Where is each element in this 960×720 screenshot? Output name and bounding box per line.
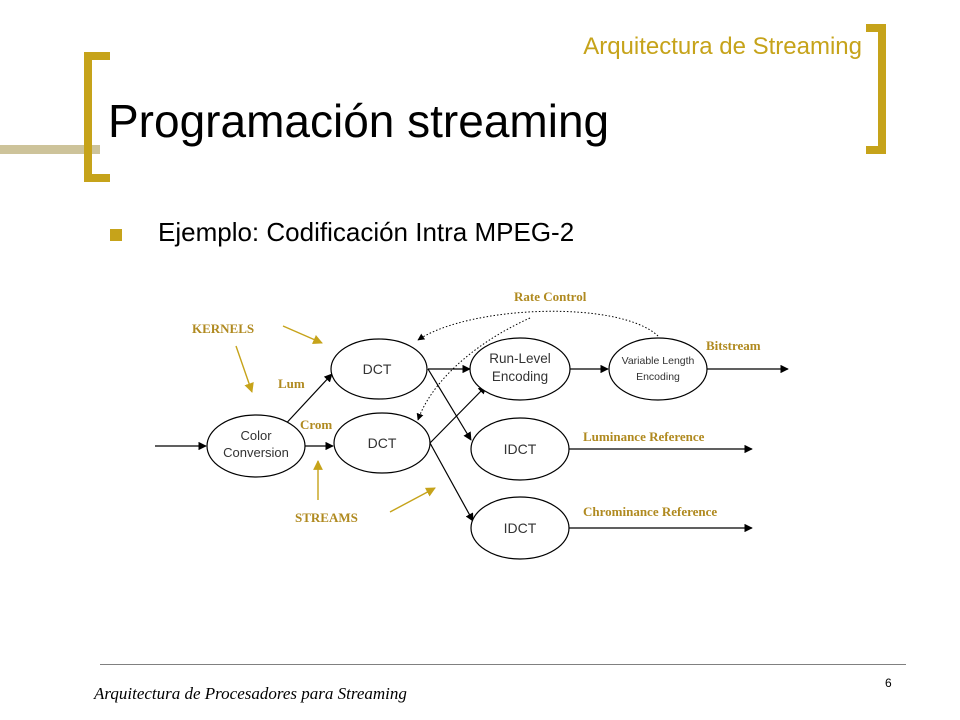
node-dct-crom-shape — [333, 412, 431, 474]
node-dct-lum: DCT — [330, 338, 428, 400]
kernels-arrow-dct — [282, 325, 323, 344]
edge-color-dct-lum — [279, 373, 333, 431]
label-luminance-reference: Luminance Reference — [583, 429, 705, 444]
label-lum: Lum — [278, 376, 305, 391]
node-idct-crom-label: IDCT — [504, 520, 537, 536]
kernels-arrow-color — [235, 345, 254, 393]
label-rate-control: Rate Control — [514, 289, 587, 304]
label-streams: STREAMS — [295, 510, 358, 525]
label-kernels: KERNELS — [192, 321, 254, 336]
node-color-conversion: Color Conversion — [206, 414, 306, 478]
edge-dct-lum-idct-lum — [427, 368, 472, 441]
node-run-level-line2: Encoding — [492, 369, 548, 384]
node-run-level: Run-Level Encoding — [469, 337, 571, 401]
node-idct-crom-shape — [470, 496, 570, 560]
node-idct-lum-label: IDCT — [504, 441, 537, 457]
node-run-level-line1: Run-Level — [489, 351, 551, 366]
footer-text: Arquitectura de Procesadores para Stream… — [94, 684, 407, 703]
flow-edges — [155, 364, 789, 533]
section-label: Arquitectura de Streaming — [583, 33, 862, 60]
node-dct-lum-label: DCT — [363, 361, 392, 377]
left-bracket — [84, 52, 110, 182]
streams-arrow-right — [389, 487, 436, 513]
rate-control-path-top — [417, 310, 659, 341]
page-title: Programación streaming — [108, 95, 610, 147]
node-dct-crom: DCT — [333, 412, 431, 474]
edge-dct-crom-runlevel — [429, 385, 487, 444]
edge-dct-crom-idct-crom — [429, 442, 474, 522]
annotation-arrows — [235, 325, 436, 513]
label-crom: Crom — [300, 417, 332, 432]
node-variable-length-shape — [608, 337, 708, 401]
node-dct-lum-shape — [330, 338, 428, 400]
node-color-conversion-shape — [206, 414, 306, 478]
node-color-conversion-line1: Color — [240, 428, 272, 443]
node-variable-length-line1: Variable Length — [622, 355, 695, 367]
right-bracket — [866, 24, 886, 154]
node-variable-length-line2: Encoding — [636, 371, 680, 383]
node-dct-crom-label: DCT — [368, 435, 397, 451]
bullet-text: Ejemplo: Codificación Intra MPEG-2 — [158, 217, 575, 247]
page-number: 6 — [885, 676, 892, 690]
node-run-level-shape — [469, 337, 571, 401]
label-chrominance-reference: Chrominance Reference — [583, 504, 717, 519]
footer-divider — [100, 664, 906, 665]
node-idct-lum: IDCT — [470, 417, 570, 481]
bullet-square-icon — [110, 229, 122, 241]
node-idct-crom: IDCT — [470, 496, 570, 560]
rate-control-path-bottom — [416, 317, 531, 421]
node-idct-lum-shape — [470, 417, 570, 481]
rate-control-feedback — [416, 310, 659, 421]
node-color-conversion-line2: Conversion — [223, 445, 289, 460]
label-bitstream: Bitstream — [706, 338, 761, 353]
title-rule — [0, 145, 100, 154]
node-variable-length: Variable Length Encoding — [608, 337, 708, 401]
